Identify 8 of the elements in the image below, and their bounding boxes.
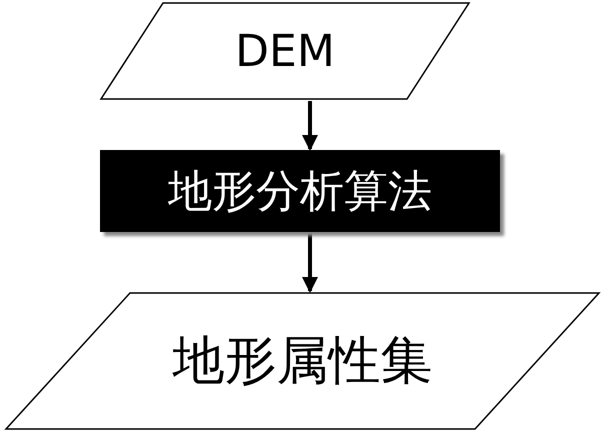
data-parallelogram [100,2,470,100]
node-label: 地形属性集 [172,330,432,393]
node-label: 地形分析算法 [168,164,432,218]
process-box [100,150,500,232]
arrow [302,233,318,293]
arrow [302,101,318,151]
node-label: DEM [235,26,335,76]
data-parallelogram [5,292,600,430]
